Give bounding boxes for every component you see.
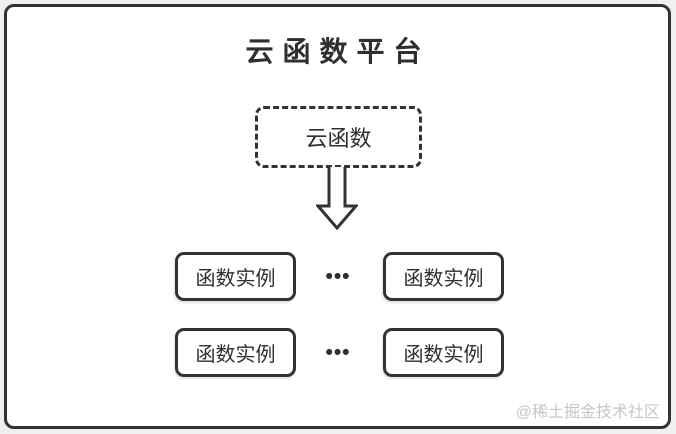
- down-arrow-icon: [316, 167, 358, 230]
- diagram-title: 云函数平台: [245, 36, 431, 67]
- function-instance-node: 函数实例: [383, 328, 504, 377]
- function-instance-label: 函数实例: [195, 344, 276, 366]
- function-instance-node: 函数实例: [175, 328, 296, 377]
- function-instance-node: 函数实例: [175, 252, 296, 301]
- function-instance-label: 函数实例: [403, 268, 484, 290]
- function-instance-label: 函数实例: [195, 268, 276, 290]
- function-instance-node: 函数实例: [383, 252, 504, 301]
- function-instance-label: 函数实例: [403, 344, 484, 366]
- cloud-function-node: 云函数: [255, 106, 422, 168]
- ellipsis-icon: •••: [325, 264, 351, 288]
- cloud-function-node-label: 云函数: [305, 126, 372, 151]
- ellipsis-icon: •••: [325, 340, 351, 364]
- watermark: @稀土掘金技术社区: [515, 404, 660, 421]
